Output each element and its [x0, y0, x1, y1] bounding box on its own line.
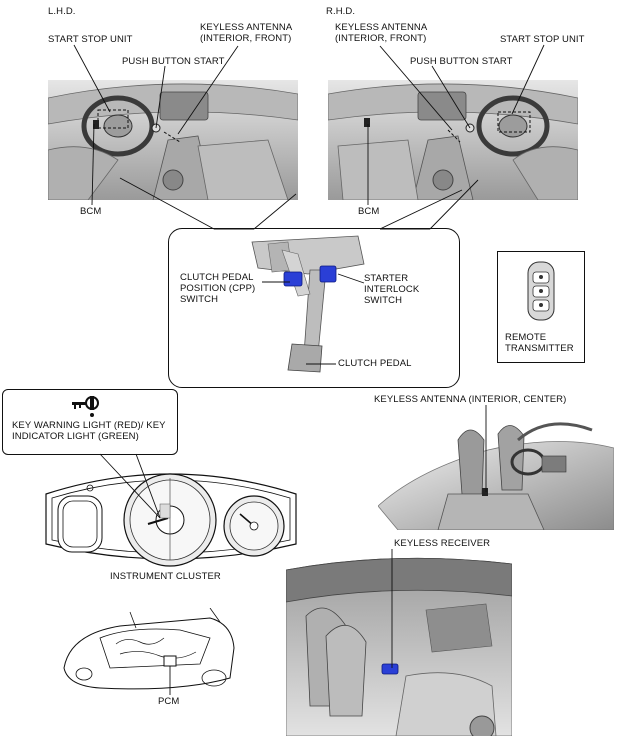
key-warning-icon	[68, 392, 108, 418]
keyless-receiver-highlight	[381, 663, 399, 675]
clutch-pedal-label: CLUTCH PEDAL	[338, 358, 412, 369]
pcm-label: PCM	[158, 696, 180, 707]
cpp-switch-label: CLUTCH PEDAL POSITION (CPP) SWITCH	[180, 272, 256, 305]
instrument-cluster-illustration	[40, 464, 302, 568]
keyless-antenna-center-label: KEYLESS ANTENNA (INTERIOR, CENTER)	[374, 394, 567, 405]
remote-transmitter-box	[497, 251, 585, 363]
keyless-receiver-label: KEYLESS RECEIVER	[394, 538, 491, 549]
rhd-keyless-antenna-front-label: KEYLESS ANTENNA (INTERIOR, FRONT)	[335, 22, 427, 44]
clutch-pedal-illustration	[248, 234, 368, 382]
lhd-heading: L.H.D.	[48, 6, 76, 17]
keyless-receiver-illustration	[286, 556, 512, 736]
remote-transmitter-label: REMOTE TRANSMITTER	[505, 332, 574, 354]
rhd-start-stop-unit-label: START STOP UNIT	[500, 34, 585, 45]
lhd-push-button-start-label: PUSH BUTTON START	[122, 56, 225, 67]
rhd-dashboard-illustration	[328, 80, 578, 200]
rhd-push-button-start-label: PUSH BUTTON START	[410, 56, 513, 67]
cpp-switch-highlight	[283, 271, 303, 287]
lhd-keyless-antenna-front-label: KEYLESS ANTENNA (INTERIOR, FRONT)	[200, 22, 292, 44]
lhd-start-stop-unit-label: START STOP UNIT	[48, 34, 133, 45]
engine-bay-illustration	[60, 608, 238, 692]
instrument-cluster-label: INSTRUMENT CLUSTER	[110, 571, 221, 582]
rhd-heading: R.H.D.	[326, 6, 356, 17]
rhd-bcm-label: BCM	[358, 206, 380, 217]
starter-interlock-switch-label: STARTER INTERLOCK SWITCH	[364, 273, 420, 306]
lhd-dashboard-illustration	[48, 80, 298, 200]
key-warning-light-label: KEY WARNING LIGHT (RED)/ KEY INDICATOR L…	[12, 420, 166, 442]
starter-interlock-highlight	[319, 265, 337, 283]
lhd-bcm-label: BCM	[80, 206, 102, 217]
keyless-antenna-center-illustration	[378, 410, 614, 530]
